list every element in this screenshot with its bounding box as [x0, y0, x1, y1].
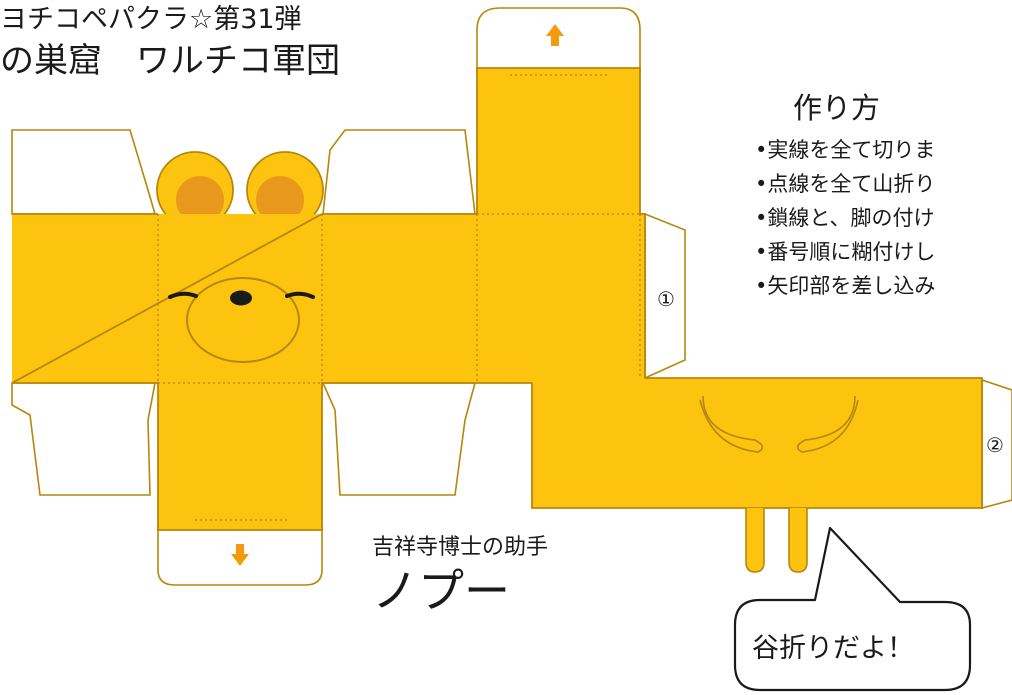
legs: [745, 508, 808, 573]
fold-lines: [12, 74, 645, 521]
left-bottom-flap: [11, 382, 156, 496]
instructions-title: 作り方: [793, 91, 880, 125]
back-column: [477, 68, 640, 214]
right-bottom-flap: [321, 382, 477, 496]
base-panel: [532, 378, 982, 508]
speech-text: 谷折りだよ！: [752, 633, 914, 664]
series-title: ヨチコペパクラ☆第31弾: [0, 4, 302, 35]
down-arrow-icon: [231, 544, 249, 566]
instruction-item-1: •実線を全て切りま: [755, 138, 935, 162]
instruction-item-2: •点線を全て山折り: [755, 172, 935, 196]
instruction-item-3: •鎖線と、脚の付け: [755, 206, 935, 230]
glue-label-2: ②: [986, 433, 1004, 457]
bear-face: [168, 277, 315, 363]
bottom-column: [158, 383, 322, 530]
character-subtitle: 吉祥寺博士の助手: [372, 535, 548, 560]
right-eye: [285, 291, 315, 299]
right-top-flap: [322, 129, 476, 215]
left-eye: [168, 291, 198, 299]
instruction-item-4: •番号順に糊付けし: [755, 240, 935, 264]
up-arrow-icon: [546, 24, 564, 46]
arm-marks: [699, 395, 859, 453]
page-title: の巣窟 ワルチコ軍団: [0, 41, 340, 81]
speech-bubble: 谷折りだよ！: [733, 526, 972, 692]
left-ear: [156, 151, 234, 229]
instruction-item-5: •矢印部を差し込み: [755, 274, 935, 298]
right-ear: [246, 151, 324, 229]
left-top-flap: [11, 129, 157, 215]
nose: [230, 290, 252, 306]
glue-label-1: ①: [657, 287, 675, 311]
character-name: ノプー: [372, 564, 510, 618]
body-band: [12, 214, 645, 383]
